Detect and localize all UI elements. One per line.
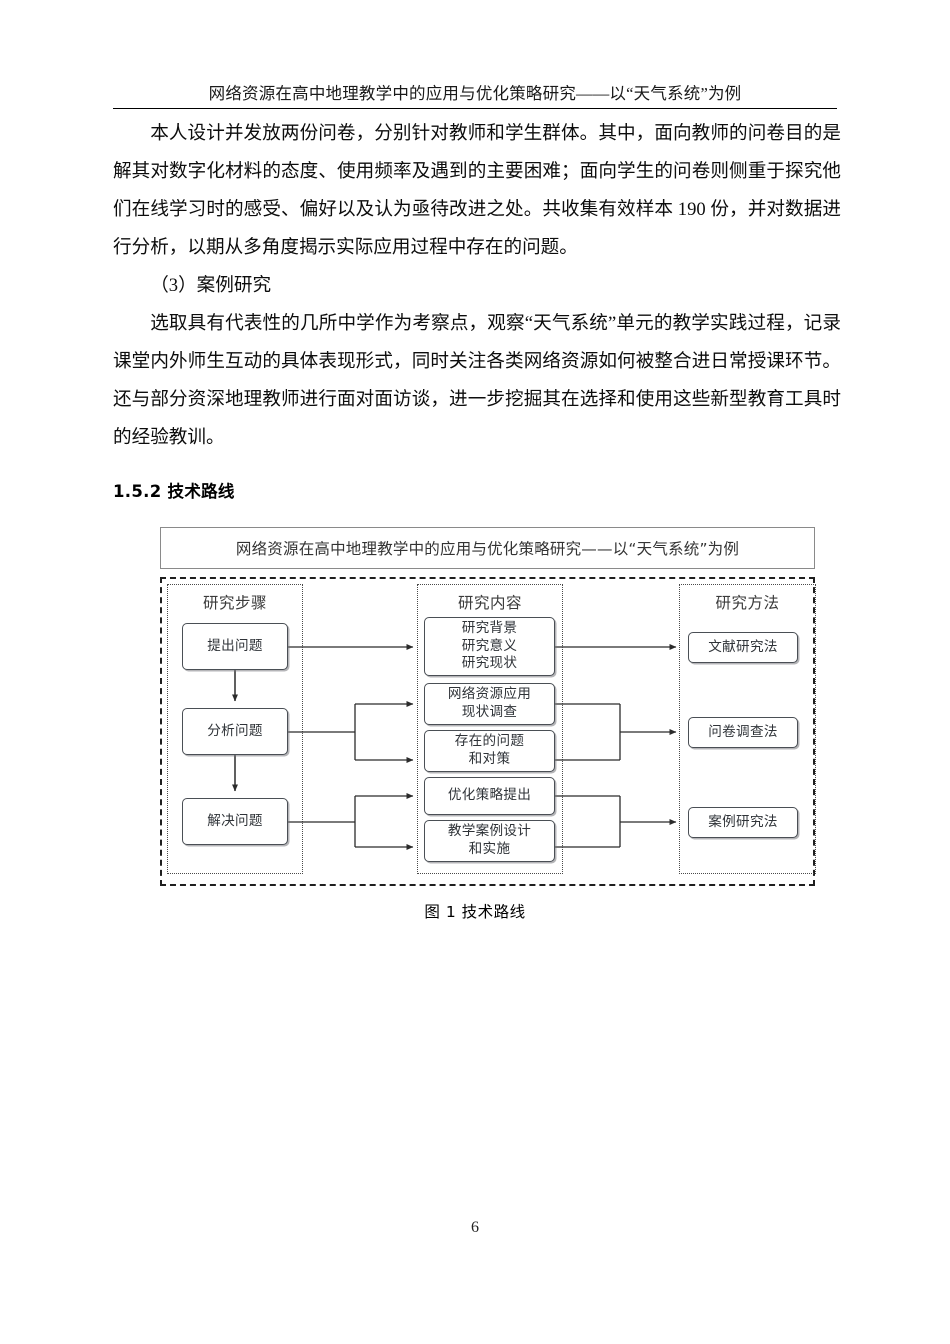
column-label-contents: 研究内容	[457, 594, 522, 612]
node-method-1-label: 文献研究法	[708, 638, 778, 655]
node-step-2-label: 分析问题	[207, 722, 263, 739]
column-label-methods: 研究方法	[715, 594, 780, 612]
node-step-3-label: 解决问题	[207, 812, 263, 829]
figure-column-steps: 研究步骤	[167, 584, 303, 874]
node-content-5: 教学案例设计 和实施	[424, 820, 555, 862]
node-content-1: 研究背景 研究意义 研究现状	[424, 617, 555, 676]
node-content-3-line-1: 存在的问题	[454, 733, 525, 750]
node-method-1: 文献研究法	[688, 632, 798, 663]
node-content-1-line-3: 研究现状	[461, 655, 518, 672]
figure-column-contents: 研究内容	[417, 584, 563, 874]
node-method-3-label: 案例研究法	[708, 813, 778, 830]
node-step-1-label: 提出问题	[207, 637, 263, 654]
node-content-5-line-1: 教学案例设计	[447, 823, 532, 840]
running-header: 网络资源在高中地理教学中的应用与优化策略研究——以“天气系统”为例	[113, 84, 837, 109]
node-content-1-line-2: 研究意义	[461, 637, 518, 654]
figure-column-methods: 研究方法	[679, 584, 816, 874]
node-method-3: 案例研究法	[688, 807, 798, 838]
node-content-3-line-2: 和对策	[468, 751, 511, 767]
figure-outer-frame	[160, 577, 815, 886]
node-step-3: 解决问题	[182, 798, 288, 845]
body-text-block: 本人设计并发放两份问卷，分别针对教师和学生群体。其中，面向教师的问卷目的是解其对…	[113, 115, 841, 457]
node-method-2-label: 问卷调查法	[708, 723, 778, 740]
node-content-1-line-1: 研究背景	[461, 619, 518, 636]
figure-title-box: 网络资源在高中地理教学中的应用与优化策略研究——以“天气系统”为例	[160, 527, 815, 569]
node-step-1: 提出问题	[182, 623, 288, 670]
node-content-5-line-2: 和实施	[468, 841, 511, 857]
paragraph-case-study-label: （3）案例研究	[150, 275, 272, 296]
running-header-title: 网络资源在高中地理教学中的应用与优化策略研究——以“天气系统”为例	[208, 84, 742, 103]
node-content-4-line-1: 优化策略提出	[447, 787, 532, 804]
section-heading-technical-route: 1.5.2 技术路线	[113, 482, 235, 501]
header-divider	[113, 107, 837, 109]
node-method-2: 问卷调查法	[688, 717, 798, 748]
node-content-3: 存在的问题 和对策	[424, 730, 555, 772]
paragraph-case-study: 选取具有代表性的几所中学作为考察点，观察“天气系统”单元的教学实践过程，记录课堂…	[113, 313, 841, 448]
node-content-2: 网络资源应用 现状调查	[424, 683, 555, 725]
column-label-steps: 研究步骤	[202, 594, 267, 612]
page-number: 6	[471, 1219, 479, 1236]
node-content-2-line-1: 网络资源应用	[447, 686, 532, 703]
figure-caption: 图 1 技术路线	[424, 903, 526, 921]
node-step-2: 分析问题	[182, 708, 288, 755]
paragraph-questionnaire: 本人设计并发放两份问卷，分别针对教师和学生群体。其中，面向教师的问卷目的是解其对…	[113, 123, 841, 258]
figure-title-text: 网络资源在高中地理教学中的应用与优化策略研究——以“天气系统”为例	[235, 540, 740, 558]
node-content-4: 优化策略提出	[424, 777, 555, 815]
node-content-2-line-2: 现状调查	[461, 704, 518, 720]
